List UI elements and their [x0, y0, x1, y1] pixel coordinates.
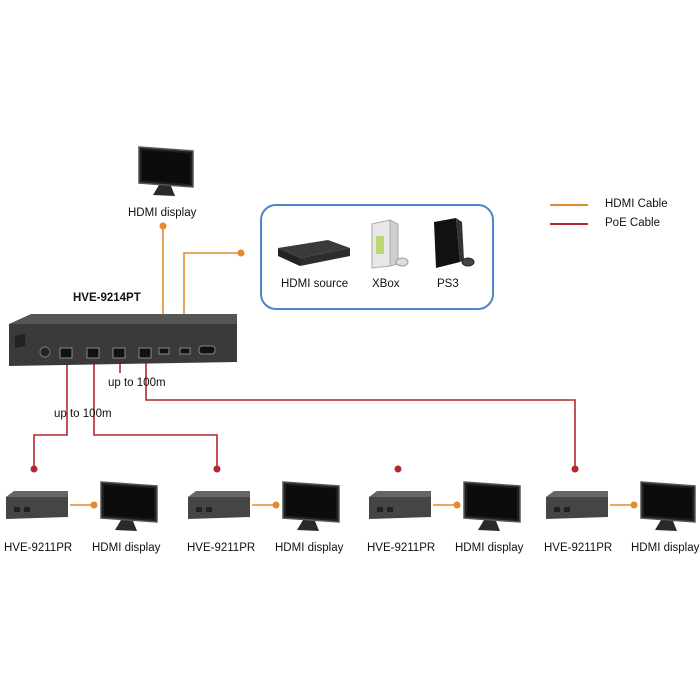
hdmi-display-icon — [463, 481, 521, 531]
receiver-unit-icon — [6, 491, 68, 519]
hdmi-cable-dot — [237, 249, 245, 257]
top-display-label: HDMI display — [128, 207, 197, 219]
source-label-3: PS3 — [437, 278, 459, 290]
receiver-display-label-4: HDMI display — [631, 542, 700, 554]
transmitter-model-label: HVE-9214PT — [73, 292, 141, 304]
receiver-unit-icon — [369, 491, 431, 519]
receiver-model-label-2: HVE-9211PR — [187, 542, 256, 554]
receiver-display-label-2: HDMI display — [275, 542, 344, 554]
poe-cable-dot — [571, 465, 579, 473]
hdmi-cable-dot — [159, 222, 167, 230]
poe-cable-2 — [93, 362, 218, 469]
hdmi-display-top-icon — [138, 146, 194, 196]
poe-cable-4 — [145, 362, 576, 469]
receiver-model-label-4: HVE-9211PR — [544, 542, 613, 554]
source-label-2: XBox — [372, 278, 400, 290]
receiver-model-label-3: HVE-9211PR — [367, 542, 436, 554]
xbox-console-icon — [371, 219, 409, 269]
poe-cable-dot — [394, 465, 402, 473]
hdmi-display-icon — [100, 481, 158, 531]
hdmi-link-dot — [630, 501, 638, 509]
receiver-display-label-3: HDMI display — [455, 542, 524, 554]
poe-cable-dot — [213, 465, 221, 473]
hdmi-display-icon — [282, 481, 340, 531]
hdmi-display-icon — [640, 481, 696, 531]
receiver-display-label-1: HDMI display — [92, 542, 161, 554]
ps3-console-icon — [434, 218, 475, 268]
media-player-icon — [278, 240, 350, 266]
legend-hdmi-label: HDMI Cable — [605, 198, 668, 210]
legend-poe-label: PoE Cable — [605, 217, 660, 229]
distance-label-1: up to 100m — [54, 408, 112, 420]
hdmi-link-dot — [453, 501, 461, 509]
receiver-unit-icon — [188, 491, 250, 519]
receiver-model-label-1: HVE-9211PR — [4, 542, 73, 554]
legend-hdmi-line — [550, 204, 588, 206]
legend-poe-line — [550, 223, 588, 225]
hdmi-link-dot — [272, 501, 280, 509]
hdmi-link-dot — [90, 501, 98, 509]
transmitter-unit-icon — [9, 314, 237, 366]
poe-cable-1 — [33, 362, 68, 469]
distance-label-2: up to 100m — [108, 377, 166, 389]
receiver-unit-icon — [546, 491, 608, 519]
poe-cable-dot — [30, 465, 38, 473]
source-label-1: HDMI source — [281, 278, 349, 290]
